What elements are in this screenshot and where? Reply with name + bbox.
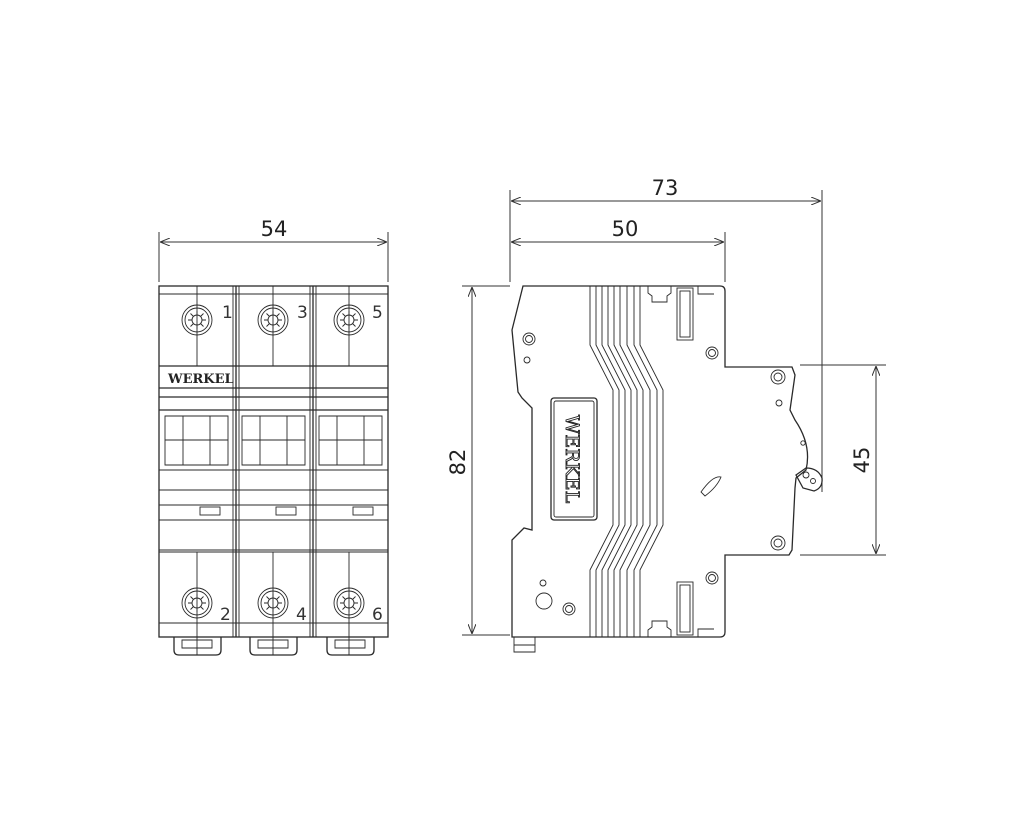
terminal-label: 5: [372, 303, 383, 323]
terminal-label: 1: [222, 303, 233, 323]
depth-dimensions: 73 50: [509, 176, 823, 492]
switch-mechanisms: [164, 415, 383, 516]
side-view: 73 50 82 45: [446, 176, 886, 653]
side-brand-label: WERKEL: [561, 415, 583, 504]
width-dimension-label: 54: [261, 217, 288, 241]
front-brand-label: WERKEL: [167, 372, 234, 387]
rail-dimension: 45: [800, 364, 886, 556]
terminal-label: 4: [296, 605, 307, 625]
top-terminals: 1 3 5: [181, 303, 383, 336]
toggle-lever: [795, 467, 823, 492]
front-view: 54 WERKEL 1 3 5: [158, 217, 389, 656]
front-depth-label: 50: [612, 217, 639, 241]
terminal-label: 3: [297, 303, 308, 323]
height-label: 82: [446, 449, 470, 476]
din-clips: [173, 637, 375, 656]
terminal-label: 2: [220, 605, 231, 625]
terminal-label: 6: [372, 605, 383, 625]
side-brand-plate: [550, 397, 598, 521]
side-body: [511, 285, 809, 638]
housing-ribs: [589, 286, 664, 637]
bottom-terminals: 2 4 6: [181, 587, 383, 625]
total-depth-label: 73: [652, 176, 679, 200]
height-dimension: 82: [446, 285, 510, 636]
rivets: [522, 332, 806, 616]
breaker-body: [158, 285, 389, 638]
width-dimension: 54: [158, 217, 389, 282]
rail-width-label: 45: [850, 447, 874, 474]
